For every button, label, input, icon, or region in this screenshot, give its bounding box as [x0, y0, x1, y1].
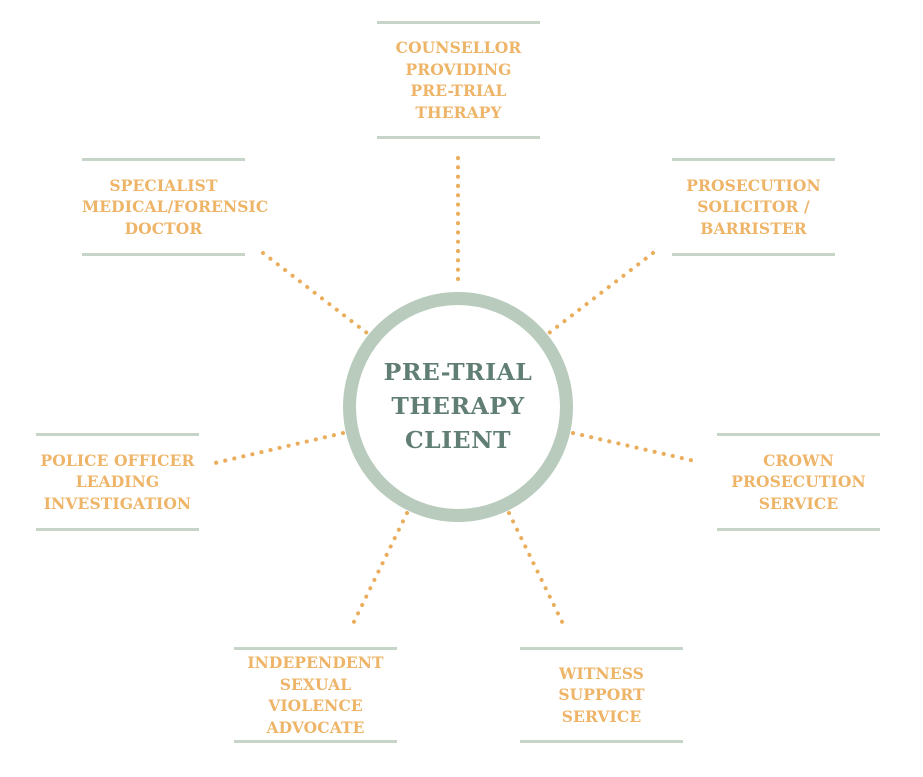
node-forensic-doctor: SPECIALIST MEDICAL/FORENSIC DOCTOR [82, 158, 269, 256]
connectors [213, 156, 701, 632]
connector-forensic-doctor [261, 251, 369, 335]
node-label: COUNSELLOR PROVIDING PRE-TRIAL THERAPY [395, 38, 522, 122]
center-label: PRE-TRIAL THERAPY CLIENT [383, 358, 533, 454]
node-crown-prosecution: CROWN PROSECUTION SERVICE [717, 433, 880, 531]
connector-police-officer [213, 431, 345, 465]
connector-crown-prosecution [571, 431, 701, 464]
connector-isva [348, 511, 409, 632]
node-label: PROSECUTION SOLICITOR / BARRISTER [686, 175, 821, 238]
node-label: POLICE OFFICER LEADING INVESTIGATION [40, 450, 195, 513]
connector-witness-support [507, 511, 568, 632]
node-label: WITNESS SUPPORT SERVICE [558, 663, 645, 726]
node-label: INDEPENDENT SEXUAL VIOLENCE ADVOCATE [247, 653, 384, 737]
connector-prosecution-solicitor [547, 251, 655, 335]
client-ring [343, 292, 573, 522]
node-prosecution-solicitor: PROSECUTION SOLICITOR / BARRISTER [672, 158, 835, 256]
node-counsellor: COUNSELLOR PROVIDING PRE-TRIAL THERAPY [377, 21, 540, 139]
node-label: SPECIALIST MEDICAL/FORENSIC DOCTOR [82, 175, 269, 238]
node-witness-support: WITNESS SUPPORT SERVICE [520, 647, 683, 743]
node-isva: INDEPENDENT SEXUAL VIOLENCE ADVOCATE [234, 647, 397, 743]
node-label: CROWN PROSECUTION SERVICE [731, 450, 866, 513]
node-police-officer: POLICE OFFICER LEADING INVESTIGATION [36, 433, 199, 531]
